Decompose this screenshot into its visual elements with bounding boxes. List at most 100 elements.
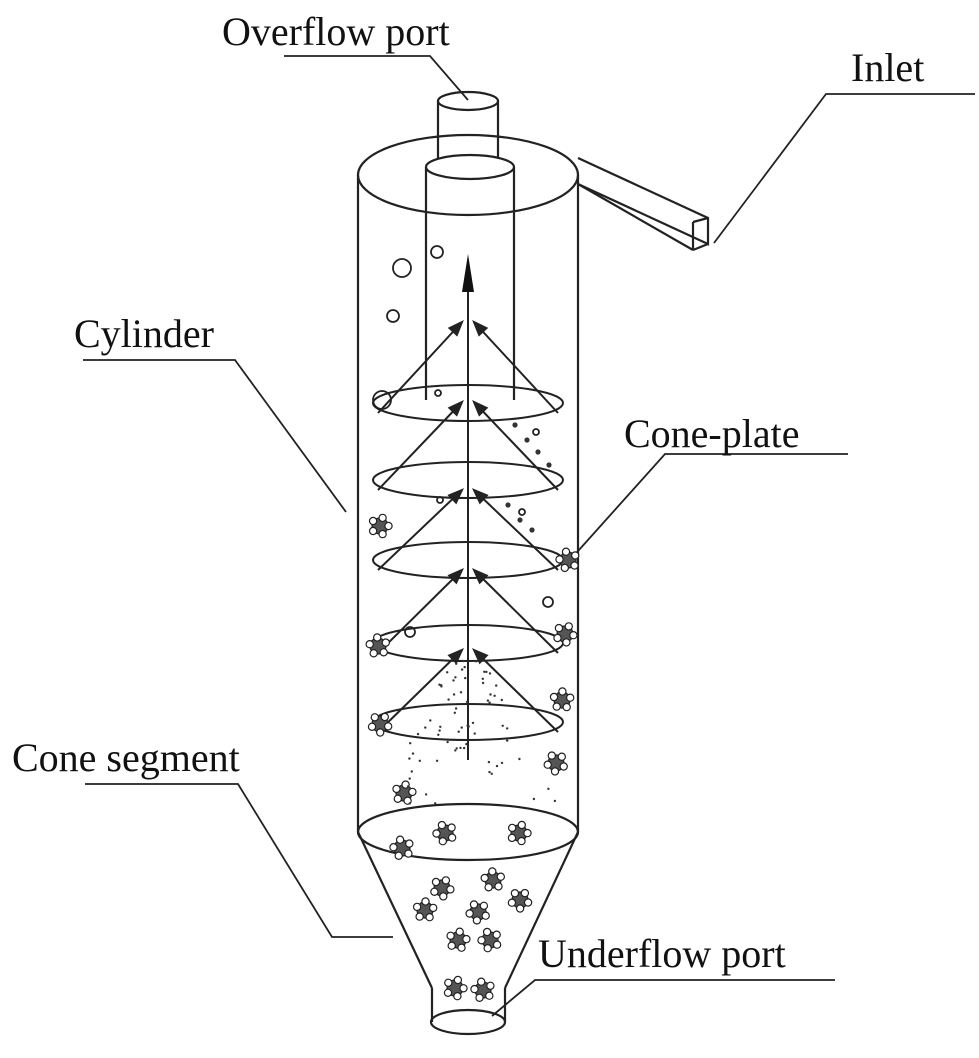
fine-particle xyxy=(485,670,488,674)
fine-particle xyxy=(464,676,467,680)
small-particle xyxy=(512,422,518,428)
small-particle xyxy=(529,527,535,533)
floc-particle xyxy=(507,820,532,846)
fine-particle xyxy=(474,660,478,663)
fine-particle xyxy=(455,662,458,665)
fine-particle xyxy=(500,761,504,765)
fine-particle xyxy=(410,770,413,773)
particles xyxy=(365,245,580,1003)
floc-particle xyxy=(549,687,575,712)
arrow-head-icon xyxy=(447,488,465,505)
fine-particle xyxy=(465,742,468,746)
cylinder-body xyxy=(356,133,580,832)
fine-particle xyxy=(446,740,449,744)
bubble xyxy=(372,390,392,410)
overflow-pipe xyxy=(436,90,500,158)
fine-particle xyxy=(429,719,432,722)
fine-particle xyxy=(518,757,521,761)
label-cone-segment: Cone segment xyxy=(12,735,240,780)
fine-particle xyxy=(471,721,475,725)
fine-particle xyxy=(438,683,441,686)
fine-particle xyxy=(434,802,437,805)
floc-particle xyxy=(470,977,495,1003)
fine-particle xyxy=(454,676,457,679)
fine-particle xyxy=(487,760,491,764)
cone-plate xyxy=(372,399,564,499)
fine-particle xyxy=(488,672,492,675)
fine-particle xyxy=(501,724,504,727)
fine-particle xyxy=(481,681,485,685)
fine-particle xyxy=(506,739,509,742)
label-cone-plate: Cone-plate xyxy=(624,411,800,456)
floc-particle xyxy=(412,897,438,922)
fine-particle xyxy=(408,802,411,805)
bubble xyxy=(404,626,416,638)
fine-particle xyxy=(466,724,469,727)
fine-particle xyxy=(463,665,466,669)
small-particle xyxy=(524,437,530,443)
floc-particle xyxy=(507,888,533,913)
bubble xyxy=(518,508,526,516)
fine-particle xyxy=(454,749,457,752)
fine-particle xyxy=(465,700,469,704)
cone-plate xyxy=(372,488,564,579)
fine-particle xyxy=(409,742,412,745)
floc-particle xyxy=(555,547,580,573)
fine-particle xyxy=(437,733,440,736)
fine-particle xyxy=(447,698,450,701)
fine-particle xyxy=(408,757,411,760)
bubble xyxy=(436,496,444,504)
fine-particle xyxy=(439,725,442,728)
fine-particle xyxy=(462,746,466,750)
flow-arrow-right xyxy=(473,649,559,733)
label-underflow-port: Underflow port xyxy=(538,931,786,976)
fine-particle xyxy=(459,691,463,694)
floc-particle xyxy=(368,513,393,539)
fine-particle xyxy=(438,729,441,732)
arrow-head-icon xyxy=(472,319,489,337)
label-overflow-port: Overflow port xyxy=(222,9,450,54)
flow-arrow-left xyxy=(377,321,463,414)
flow-arrow-right xyxy=(473,321,559,414)
fine-particle xyxy=(460,726,463,729)
fine-particle xyxy=(455,747,458,750)
fine-particle xyxy=(452,693,456,696)
fine-particle xyxy=(506,727,509,730)
fine-particle xyxy=(553,799,557,803)
fine-particle xyxy=(454,707,458,710)
fine-particle xyxy=(493,694,496,697)
fine-particle xyxy=(495,764,499,768)
flow-arrow-left xyxy=(377,569,463,654)
floc-particle xyxy=(392,780,417,805)
fine-particle xyxy=(462,659,465,663)
fine-particle xyxy=(490,772,493,775)
arrow-head-icon xyxy=(472,568,489,585)
arrow-head-icon xyxy=(471,488,489,505)
flow-arrow-right xyxy=(473,569,559,654)
floc-particle xyxy=(432,820,457,846)
fine-particle xyxy=(488,701,491,704)
bubble xyxy=(392,258,412,278)
fine-particle xyxy=(446,671,449,674)
inlet-duct xyxy=(577,157,710,252)
bubble xyxy=(386,309,400,323)
arrow-head-icon xyxy=(447,319,464,337)
cone-plates xyxy=(372,319,564,741)
fine-particle xyxy=(424,793,428,796)
fine-particle xyxy=(532,797,536,801)
fine-particle xyxy=(418,759,421,762)
flow-arrow-right xyxy=(473,489,559,571)
arrow-head-icon xyxy=(472,399,489,417)
fine-particle xyxy=(435,759,439,762)
arrow-head-icon xyxy=(447,648,464,665)
fine-particle xyxy=(408,777,411,780)
fine-particle xyxy=(473,732,476,735)
fine-particle xyxy=(406,785,410,788)
arrow-head-icon xyxy=(472,648,489,665)
bubble xyxy=(532,428,540,436)
cone-plate-base xyxy=(372,461,564,499)
floc-particle xyxy=(477,927,502,953)
flow-arrow-left xyxy=(377,401,463,491)
floc-particle xyxy=(365,633,390,658)
fine-particle xyxy=(457,730,460,733)
